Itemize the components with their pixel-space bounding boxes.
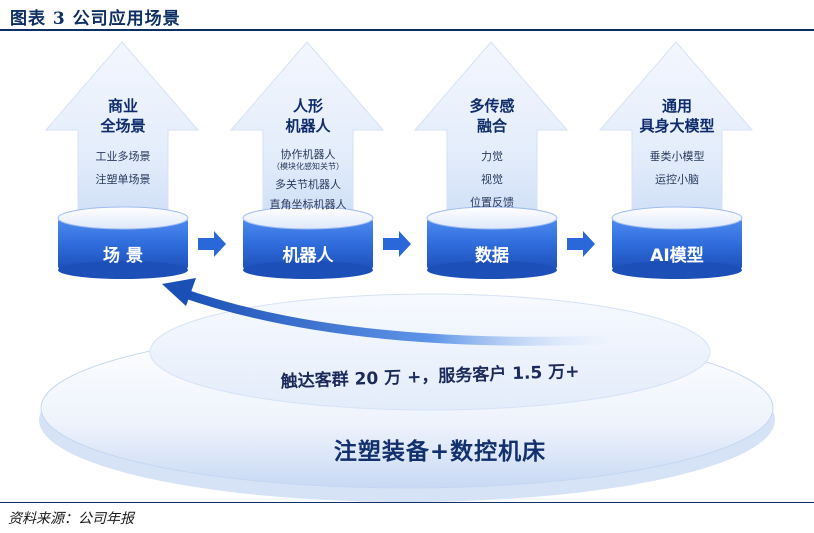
column-item: 工业多场景 xyxy=(95,150,151,163)
top-rule xyxy=(0,29,814,31)
pill-data xyxy=(426,206,558,279)
figure-title: 图表 3 公司应用场景 xyxy=(10,9,181,29)
column-item-text: 协作机器人 xyxy=(280,148,336,161)
column-item: 协作机器人 （模块化感知关节） xyxy=(233,148,383,172)
pill-label-data: 数据 xyxy=(475,246,509,266)
column-ai-text: 通用 具身大模型 垂类小模型 运控小脑 xyxy=(602,96,752,187)
column-scene-text: 商业 全场景 工业多场景 注塑单场景 xyxy=(48,96,198,187)
column-item: 力觉 xyxy=(481,150,503,163)
bottom-rule xyxy=(0,502,814,503)
column-title-line2: 全场景 xyxy=(100,117,146,135)
column-title-line1: 通用 xyxy=(661,97,692,115)
connector-arrow-1 xyxy=(198,231,226,257)
column-title-line1: 商业 xyxy=(107,97,138,115)
column-item: 注塑单场景 xyxy=(95,173,151,186)
platform-base-text: 注塑装备+数控机床 xyxy=(333,439,547,465)
pill-ai-model xyxy=(611,206,743,279)
figure-source: 资料来源：公司年报 xyxy=(8,511,134,527)
column-subnote: （模块化感知关节） xyxy=(272,162,344,171)
pill-label-ai-model: AI模型 xyxy=(650,246,704,266)
column-title-line1: 多传感 xyxy=(469,97,515,115)
column-title-line2: 机器人 xyxy=(285,117,331,135)
column-data-text: 多传感 融合 力觉 视觉 位置反馈 xyxy=(417,96,567,210)
return-curve-arrow xyxy=(162,278,645,346)
column-title-line2: 具身大模型 xyxy=(639,117,715,135)
pill-label-scene: 场 景 xyxy=(103,246,143,266)
column-item: 运控小脑 xyxy=(655,173,699,186)
column-item: 多关节机器人 xyxy=(275,178,341,191)
pill-label-robot: 机器人 xyxy=(282,246,334,266)
base-platform xyxy=(39,293,775,502)
column-item: 垂类小模型 xyxy=(649,150,705,163)
column-robot-text: 人形 机器人 协作机器人 （模块化感知关节） 多关节机器人 直角坐标机器人 xyxy=(233,96,383,212)
connector-arrow-3 xyxy=(567,231,595,257)
column-title-line2: 融合 xyxy=(476,117,507,135)
column-item: 视觉 xyxy=(481,173,503,186)
column-item: 位置反馈 xyxy=(470,196,514,209)
pill-scene xyxy=(57,206,189,279)
column-item: 直角坐标机器人 xyxy=(269,198,347,211)
column-title-line1: 人形 xyxy=(292,97,323,115)
pill-robot xyxy=(242,206,374,279)
connector-arrow-2 xyxy=(383,231,411,257)
